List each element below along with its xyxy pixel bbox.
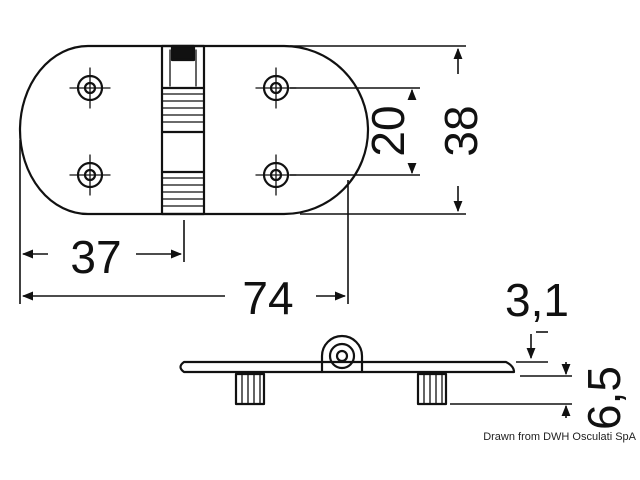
- overall-thickness-dimension-label: 6,5: [578, 366, 630, 430]
- screw-hole-bottom-left: [69, 154, 111, 196]
- hinge-knuckle: [160, 44, 206, 216]
- side-view-plate: [179, 360, 516, 374]
- half-width-dimension-lines: [19, 140, 185, 304]
- half-width-dimension-label: 37: [70, 231, 121, 283]
- drawing-credit: Drawn from DWH Osculati SpA: [483, 431, 636, 443]
- screw-hole-bottom-right: [255, 154, 297, 196]
- hole-spacing-dimension-label: 20: [362, 105, 414, 156]
- hinge-plate-outline: [18, 44, 370, 216]
- hole-spacing-dimension-lines: [290, 87, 420, 176]
- thickness-dimension-label: 3,1: [505, 274, 569, 326]
- side-view-screw-left: [234, 372, 266, 406]
- height-dimension-lines: [290, 45, 466, 215]
- thickness-dimension-lines: [516, 331, 548, 363]
- side-view-screw-right: [416, 372, 448, 406]
- total-width-dimension-lines: [21, 180, 349, 304]
- side-view-knuckle: [320, 334, 364, 374]
- screw-hole-top-right: [255, 67, 297, 109]
- screw-hole-top-left: [69, 67, 111, 109]
- overall-thickness-dimension-lines: [450, 362, 572, 418]
- height-dimension-label: 38: [435, 105, 487, 156]
- total-width-dimension-label: 74: [242, 272, 293, 324]
